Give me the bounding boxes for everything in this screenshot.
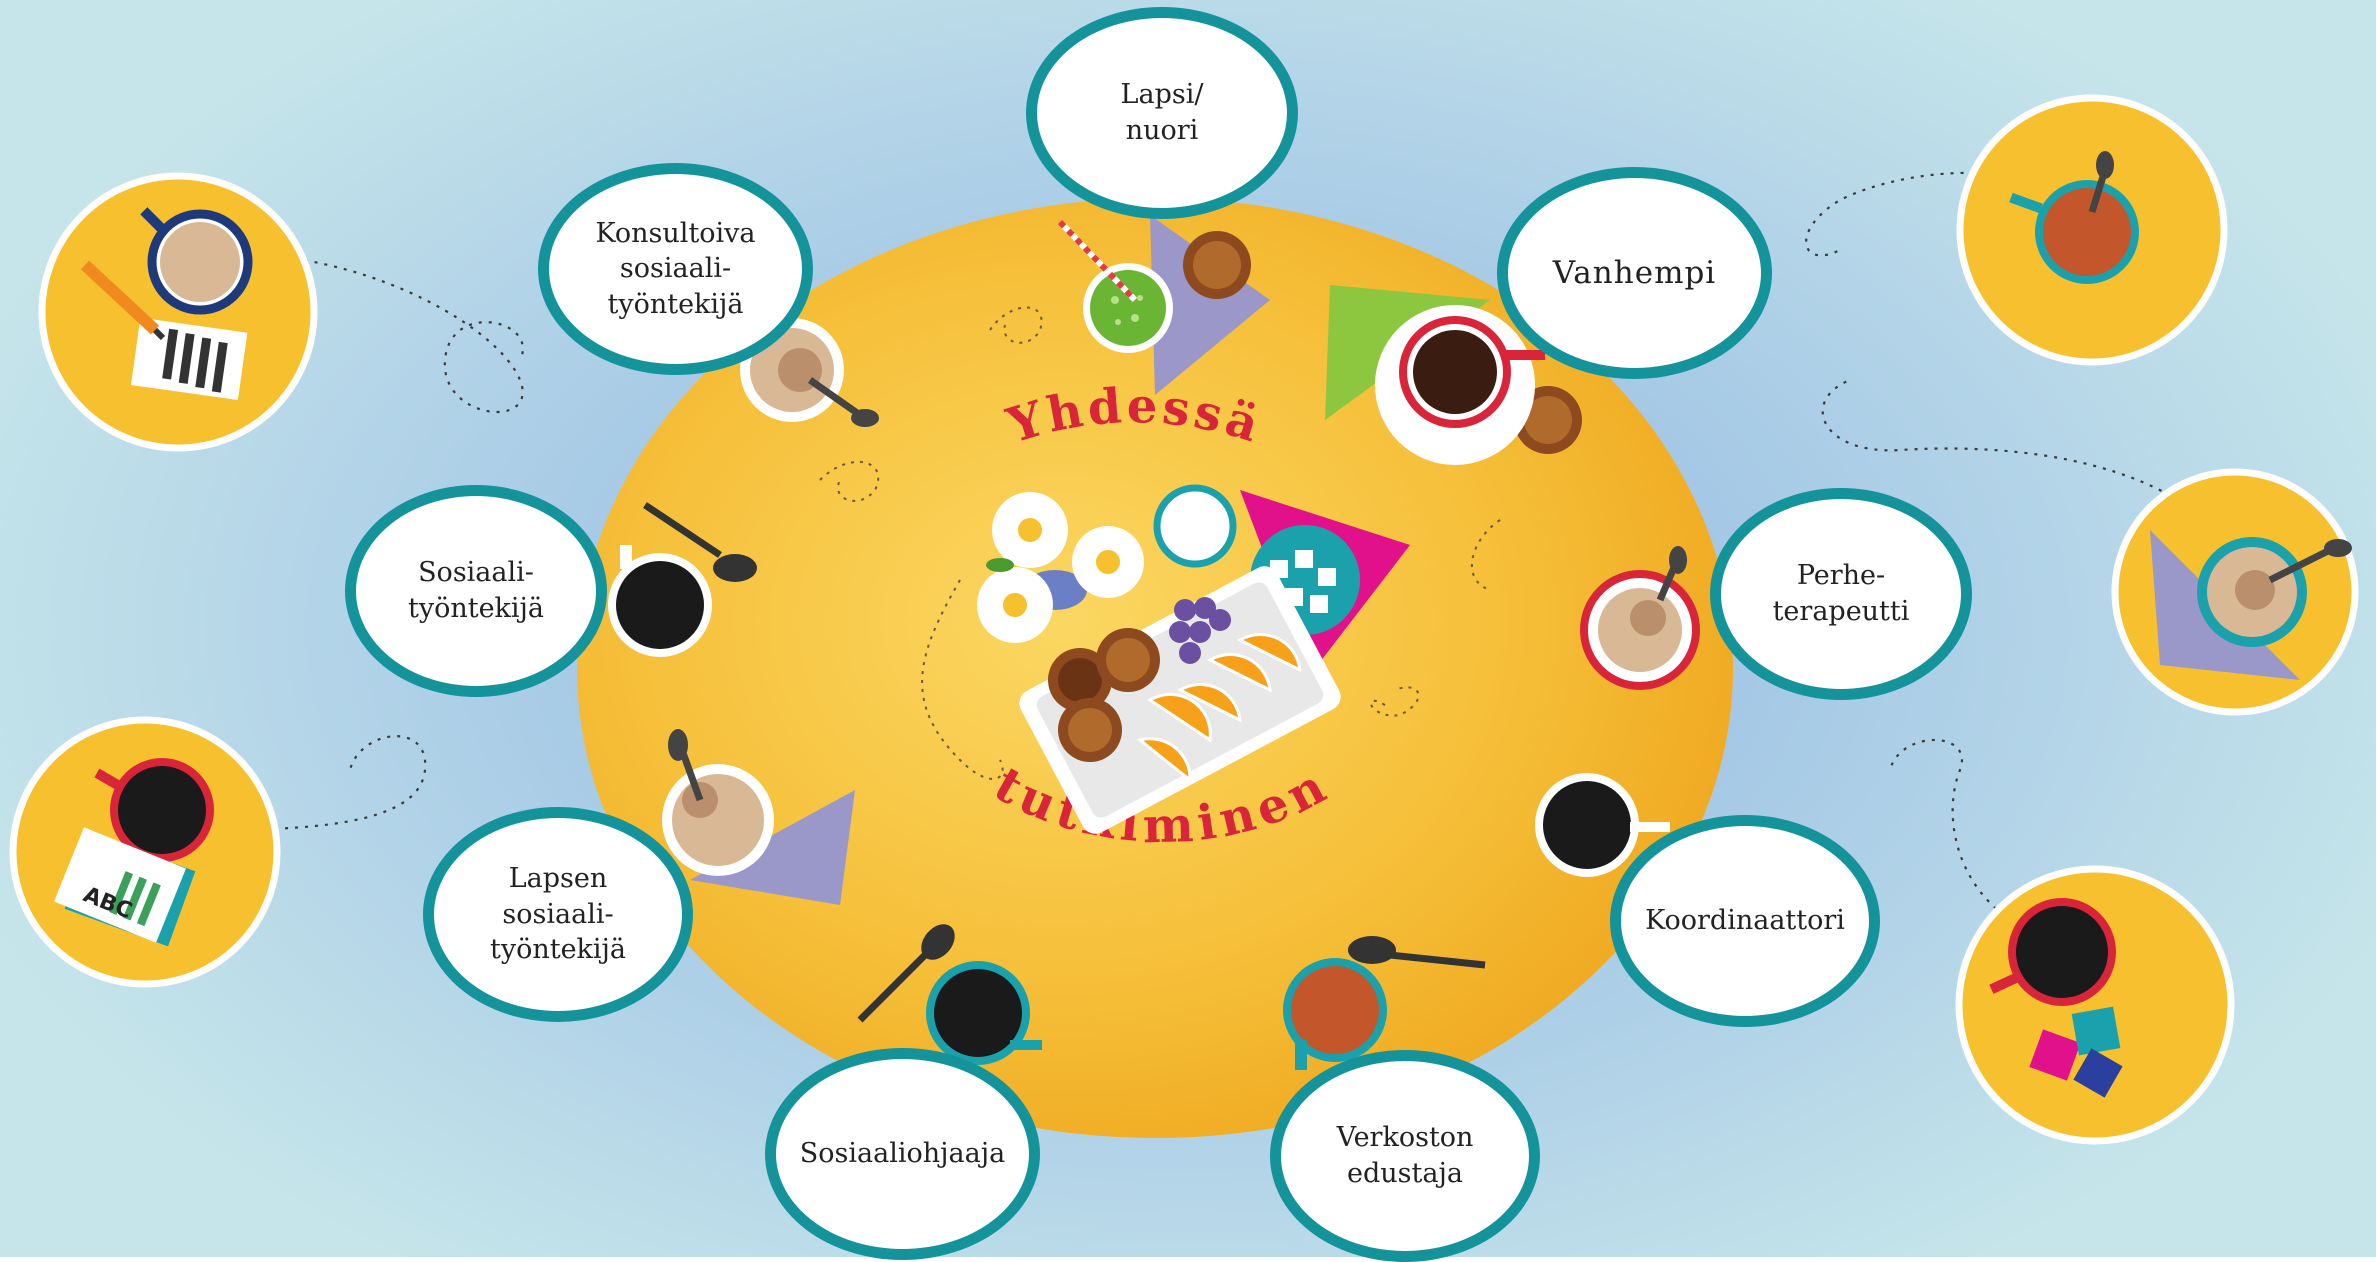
tea-cup-icon xyxy=(1956,94,2228,366)
black-coffee-cup-icon xyxy=(1535,773,1670,877)
seat-label: Verkoston edustaja xyxy=(1336,1122,1474,1189)
flowers-icon xyxy=(977,492,1144,643)
latte-cup-icon xyxy=(1580,546,1700,690)
bowl-icon xyxy=(1153,484,1237,568)
seat-label: Sosiaaliohjaaja xyxy=(799,1138,1006,1170)
seat-label: Lapsi/ nuori xyxy=(1120,79,1204,146)
seat-konsultoiva-sosiaalityontekija: Konsultoiva sosiaali- työntekijä xyxy=(538,163,813,375)
seat-label: Perhe- terapeutti xyxy=(1772,560,1910,627)
seat-label: Lapsen sosiaali- työntekijä xyxy=(489,863,627,966)
seat-label: Sosiaali- työntekijä xyxy=(407,557,545,624)
seat-lapsi-nuori: Lapsi/ nuori xyxy=(1026,7,1298,219)
abc-notes-icon xyxy=(9,716,281,988)
napkin-purple-left xyxy=(690,790,855,905)
seat-verkoston-edustaja: Verkoston edustaja xyxy=(1270,1050,1540,1262)
seat-koordinaattori: Koordinaattori xyxy=(1610,815,1880,1027)
notes-pencil-icon xyxy=(38,172,318,452)
seat-label: Koordinaattori xyxy=(1645,905,1845,937)
black-coffee-cup-icon xyxy=(857,924,1042,1065)
seat-perheterapeutti: Perhe- terapeutti xyxy=(1710,488,1972,700)
seat-label: Vanhempi xyxy=(1552,254,1717,291)
napkin-purple-top xyxy=(1150,215,1270,395)
black-coffee-cup-icon xyxy=(608,502,757,657)
seat-sosiaalityontekija: Sosiaali- työntekijä xyxy=(345,485,607,697)
tea-cup-icon xyxy=(1283,936,1486,1070)
cookie-icon xyxy=(1183,231,1251,299)
latte-cup-icon xyxy=(2111,468,2359,716)
seat-vanhempi: Vanhempi xyxy=(1497,167,1772,379)
green-drink-icon xyxy=(1057,219,1173,353)
seat-sosiaaliohjaaja: Sosiaaliohjaaja xyxy=(765,1048,1040,1260)
latte-cup-icon xyxy=(662,729,774,876)
seat-lapsen-sosiaalityontekija: Lapsen sosiaali- työntekijä xyxy=(423,807,693,1022)
toy-blocks-icon xyxy=(1955,865,2235,1145)
snack-plate-icon xyxy=(1019,566,1341,834)
table-swirls xyxy=(819,306,1501,780)
coffee-cup-icon xyxy=(1375,305,1545,465)
seat-label: Konsultoiva sosiaali- työntekijä xyxy=(595,217,756,320)
